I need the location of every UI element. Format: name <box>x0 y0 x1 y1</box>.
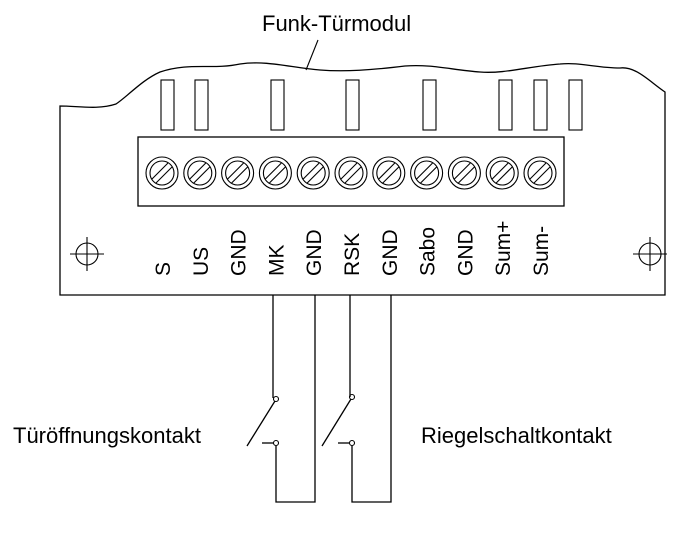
terminal-label: S <box>152 262 175 276</box>
screw-terminal-icon <box>221 156 255 190</box>
terminal-label: Sabo <box>417 227 440 276</box>
terminal-label: RSK <box>341 233 364 276</box>
module-housing <box>59 62 666 296</box>
terminal-label: MK <box>265 245 288 277</box>
slot <box>345 79 360 131</box>
contact-terminal <box>272 439 280 447</box>
screw-terminal-icon <box>145 156 179 190</box>
switch-lever <box>321 398 352 447</box>
slot <box>568 79 583 131</box>
terminal-label: GND <box>454 229 477 276</box>
wire-loop <box>275 295 316 503</box>
screw-terminal-icon <box>523 156 557 190</box>
screw-terminal-icon <box>334 156 368 190</box>
housing-slots <box>160 79 583 131</box>
screw-terminal-icon <box>258 156 292 190</box>
terminal-screws <box>145 156 557 190</box>
screw-terminal-icon <box>183 156 217 190</box>
terminal-block <box>137 136 565 207</box>
slot <box>194 79 209 131</box>
terminal-label: GND <box>228 229 251 276</box>
contact-terminal <box>348 393 356 401</box>
terminal-label: Sum+ <box>492 221 515 276</box>
switch-lever <box>246 400 276 447</box>
contact-terminal <box>348 439 356 447</box>
crosshair-mount-icon <box>633 237 667 271</box>
screw-terminal-icon <box>447 156 481 190</box>
screw-terminal-icon <box>296 156 330 190</box>
screw-terminal-icon <box>372 156 406 190</box>
slot <box>533 79 548 131</box>
terminal-label: US <box>190 247 213 276</box>
bolt-contact-circuit <box>321 295 392 503</box>
door-contact-label: Türöffnungskontakt <box>13 423 201 448</box>
terminal-label: Sum- <box>530 226 553 276</box>
contact-terminal <box>272 395 280 403</box>
screw-terminal-icon <box>485 156 519 190</box>
screw-terminal-icon <box>410 156 444 190</box>
door-contact-circuit <box>246 295 316 503</box>
title-leader-line <box>305 39 319 71</box>
wire-loop <box>351 295 392 503</box>
slot <box>160 79 175 131</box>
terminal-label: GND <box>379 229 402 276</box>
slot <box>270 79 285 131</box>
terminal-labels: S US GND MK GND RSK GND Sabo GND Sum+ Sum- <box>152 221 553 276</box>
slot <box>422 79 437 131</box>
slot <box>498 79 513 131</box>
terminal-label: GND <box>303 229 326 276</box>
crosshair-mount-icon <box>70 237 104 271</box>
bolt-contact-label: Riegelschaltkontakt <box>421 423 612 448</box>
module-title: Funk-Türmodul <box>262 11 411 36</box>
